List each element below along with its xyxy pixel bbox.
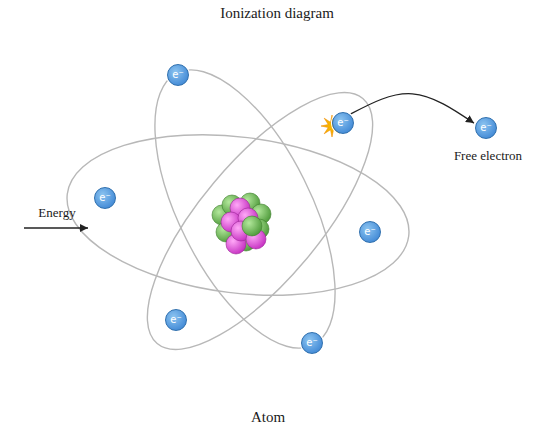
- electron-symbol: e⁻: [306, 338, 317, 348]
- ejection-arrow: [351, 94, 474, 123]
- electron-symbol: e⁻: [364, 227, 375, 237]
- electron-circle: e⁻: [167, 64, 189, 86]
- orbit: [111, 60, 409, 382]
- neutron: [242, 216, 262, 236]
- electron-circle: e⁻: [301, 332, 323, 354]
- electron-symbol: e⁻: [337, 118, 348, 128]
- label-text: Atom: [251, 409, 285, 425]
- electron-symbol: e⁻: [170, 315, 181, 325]
- diagram-title: Ionization diagram: [220, 5, 334, 22]
- orbit: [58, 117, 418, 314]
- electron-symbol: e⁻: [172, 70, 183, 80]
- electron-circle: e⁻: [165, 309, 187, 331]
- label-text: Energy: [38, 205, 75, 220]
- electron-circle: e⁻: [332, 112, 354, 134]
- label-text: Free electron: [454, 148, 522, 163]
- electron-symbol: e⁻: [480, 123, 491, 133]
- electron-symbol: e⁻: [99, 193, 110, 203]
- energy-arrow: [24, 227, 88, 228]
- electron-orbits: [58, 44, 418, 383]
- diagram-label: Free electron: [454, 148, 522, 164]
- electron-circle: e⁻: [475, 117, 497, 139]
- electron-circle: e⁻: [94, 187, 116, 209]
- diagram-label: Energy: [38, 205, 75, 221]
- title-text: Ionization diagram: [220, 5, 334, 21]
- diagram-label: Atom: [251, 409, 285, 426]
- nucleus: [212, 193, 271, 254]
- electron-circle: e⁻: [359, 221, 381, 243]
